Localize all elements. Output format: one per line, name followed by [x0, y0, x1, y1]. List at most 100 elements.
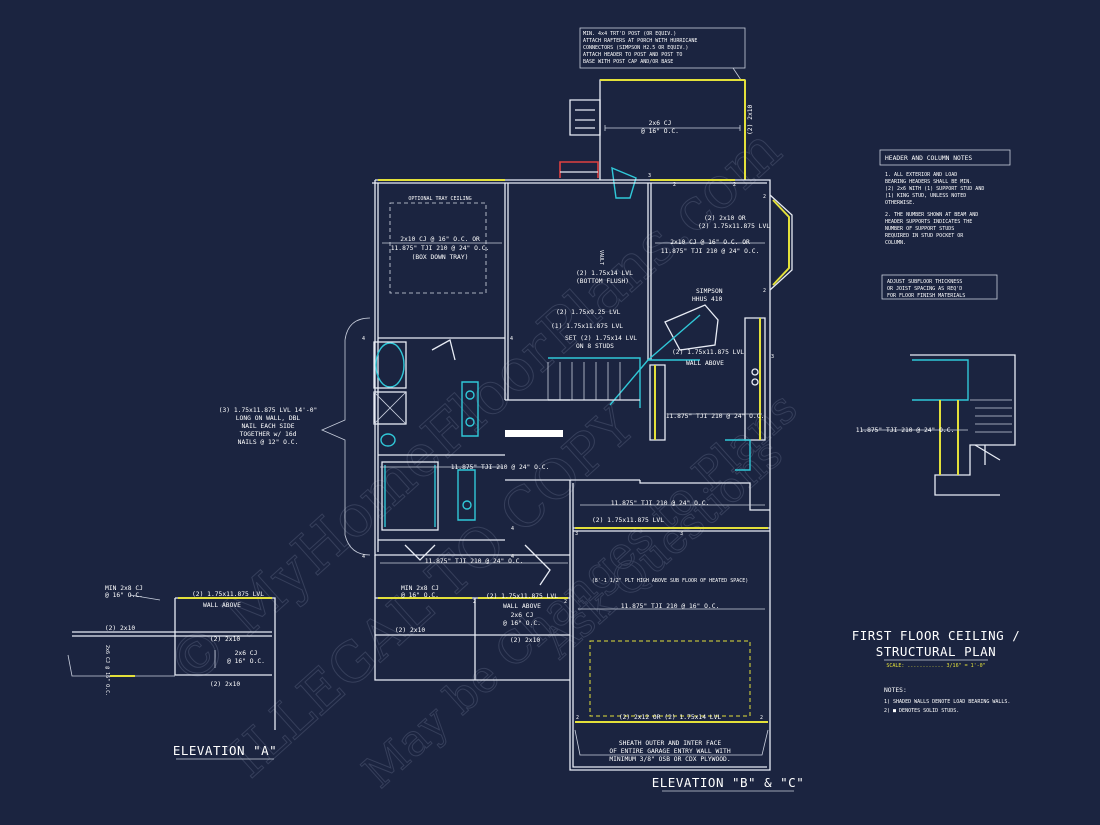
tray-ceiling-label: OPTIONAL TRAY CEILING [408, 196, 471, 202]
door-swing [974, 444, 1001, 465]
beam-layout [609, 314, 701, 406]
elevation-a-cj-label: 2x6 CJ [235, 650, 258, 657]
elevation-bc-title: ELEVATION "B" & "C" [652, 775, 805, 790]
sink [462, 500, 472, 510]
side-entry-bearing [939, 400, 959, 475]
lower-wall-above-label: WALL ABOVE [503, 603, 541, 610]
elevation-a-header-label: (2) 2x10 [105, 625, 136, 632]
lower-header-label: (2) 2x10 [395, 627, 426, 634]
porch-post-note-line: MIN. 4x4 TRT'D POST (OR EQUIV.) [583, 31, 676, 37]
lower-cj-label: @ 16" O.C. [401, 592, 439, 599]
lower-cj-label: 2x6 CJ [511, 612, 534, 619]
great-room-wall [647, 183, 652, 360]
range-burner [751, 368, 759, 376]
stud-count: 2 [763, 288, 766, 294]
bay-window [769, 194, 793, 291]
hall-joist-label: 11.875" TJI 210 @ 24" O.C. [451, 464, 550, 471]
fireplace [559, 161, 637, 199]
porch-post-note-line: BASE WITH POST CAP AND/OR BASE [583, 59, 673, 65]
great-room-header-label: (2) 2x10 OR [704, 215, 746, 222]
leader-line [732, 67, 742, 81]
stud-count: 3 [771, 354, 774, 360]
lvl-wall-note-line: (3) 1.75x11.875 LVL 14'-0" [219, 407, 318, 414]
elevation-a-cj-label: @ 16" O.C. [227, 658, 265, 665]
subfloor-note-line: FOR FLOOR FINISH MATERIALS [887, 293, 965, 299]
header-note-line: (1) KING STUD, UNLESS NOTED [885, 193, 966, 199]
header-note-line: COLUMN. [885, 240, 906, 246]
header-note-line: 1. ALL EXTERIOR AND LOAD [885, 172, 957, 178]
stud-count: 3 [575, 531, 578, 537]
porch-cj-label: 2x6 CJ [649, 120, 672, 127]
shower-stall [373, 391, 407, 425]
lvl-wall-note: (3) 1.75x11.875 LVL 14'-0" LONG ON WALL,… [219, 317, 371, 556]
lvl-beam-label: (2) 1.75x14 LVL [576, 270, 633, 277]
elevation-a-wall-above-label: WALL ABOVE [203, 602, 241, 609]
lower-wing-wall [374, 555, 570, 681]
door-swing [431, 339, 456, 361]
garage-sheathing-note: SHEATH OUTER AND INTER FACE OF ENTIRE GA… [574, 729, 769, 763]
header-note-line: (2) 2x6 WITH (1) SUPPORT STUD AND [885, 186, 984, 192]
fireplace-hearth [559, 161, 599, 178]
secondary-vanity [457, 469, 476, 521]
stud-count: 2 [733, 182, 736, 188]
lower-cj-label: @ 16" O.C. [503, 620, 541, 627]
lower-beam-label: (2) 1.75x11.875 LVL [486, 593, 558, 600]
door-swing [404, 544, 436, 561]
header-note-line: BEARING HEADERS SHALL BE MIN. [885, 179, 972, 185]
vault-label: VAULT [598, 250, 604, 265]
garage-door-outline [589, 640, 751, 717]
bedroom-wall [504, 183, 509, 400]
side-entry-treads [970, 399, 1012, 433]
lvl-wall-note-line: LONG ON WALL, DBL [236, 415, 301, 422]
elevation-a-header-label: (2) 2x10 [210, 636, 241, 643]
door-swing [524, 544, 551, 586]
solid-stud-block [505, 430, 563, 437]
kitchen-base-cabinet [649, 364, 666, 441]
bay-chair [611, 166, 637, 199]
great-room-joist-label: 2x10 CJ @ 16" O.C. OR [670, 239, 750, 246]
garage-joist-label: 11.875" TJI 210 @ 24" O.C. [611, 500, 710, 507]
range-burner [751, 378, 759, 386]
stud-count: 3 [648, 173, 651, 179]
toilet [380, 433, 396, 447]
lower-cj-label: MIN 2x8 CJ [401, 585, 439, 592]
header-note-line: 2. THE NUMBER SHOWN AT BEAM AND [885, 212, 978, 218]
plan-scale: SCALE: ............ 3/16" = 1'-0" [886, 663, 985, 669]
subfloor-note-line: ADJUST SUBFLOOR THICKNESS [887, 279, 962, 285]
stud-count: 4 [362, 336, 365, 342]
kitchen-island [664, 304, 719, 351]
garage-note-line: OF ENTIRE GARAGE ENTRY WALL WITH [609, 748, 731, 755]
notes-title: NOTES: [884, 687, 907, 694]
side-entry-stair-rail [912, 359, 969, 401]
master-bath [373, 339, 479, 447]
sink [465, 417, 475, 427]
bedroom-joist-label: 11.875" TJI 210 @ 24" O.C. [391, 245, 490, 252]
set-lvl-label: SET (2) 1.75x14 LVL [565, 335, 637, 342]
side-joist-label: 11.875" TJI 210 @ 24" O.C. [856, 427, 955, 434]
set-lvl-label: ON 8 STUDS [576, 343, 614, 350]
plan-title-block: FIRST FLOOR CEILING / STRUCTURAL PLAN SC… [852, 628, 1020, 669]
stud-count: 4 [510, 336, 513, 342]
general-notes: NOTES: 1) SHADED WALLS DENOTE LOAD BEARI… [884, 687, 1010, 714]
plan-title-line-2: STRUCTURAL PLAN [876, 644, 996, 659]
closet-rod [384, 465, 436, 527]
stud-count: 4 [511, 526, 514, 532]
garage-joist-label: 11.875" TJI 210 @ 16" O.C. [621, 603, 720, 610]
side-entry-wall [910, 354, 1016, 496]
walk-in-closet [381, 461, 439, 531]
stud-count: 2 [673, 182, 676, 188]
kitchen-counter [744, 317, 766, 441]
kitchen-joist-label: 11.875" TJI 210 @ 24" O.C. [666, 413, 765, 420]
porch-post-note: MIN. 4x4 TRT'D POST (OR EQUIV.) ATTACH R… [579, 27, 746, 81]
stud-count: 2 [760, 715, 763, 721]
garage-header-label: (2) 2x12 OR (2) 1.75x14 LVL [619, 714, 722, 721]
stud-count: 2 [564, 599, 567, 605]
great-room-header-label: (2) 1.75x11.875 LVL [698, 223, 770, 230]
stud-count: 3 [680, 531, 683, 537]
exterior-wall [375, 179, 771, 528]
header-note-line: HEADER SUPPORTS INDICATES THE [885, 219, 972, 225]
wall-above-lvl-label: (2) 1.75x11.875 LVL [672, 349, 744, 356]
elevation-a-cj-label: 2x6 CJ @ 16" O.C. [104, 645, 110, 696]
elevation-a-cj-label: MIN 2x8 CJ [105, 585, 143, 592]
